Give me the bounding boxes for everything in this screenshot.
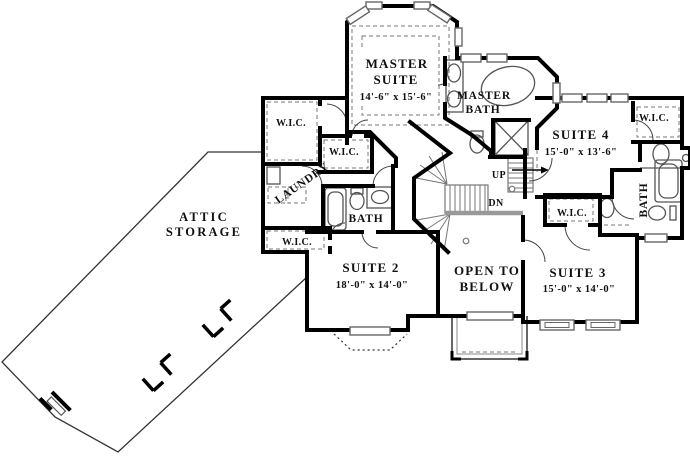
bath-label: BATH: [349, 213, 384, 225]
attic-storage-label: STORAGE: [166, 225, 242, 239]
master-suite-label: SUITE: [373, 72, 418, 87]
attic-outline: [1, 151, 308, 453]
walls: [261, 4, 690, 332]
suite3-dims: 15'-0" x 14'-0": [543, 284, 616, 295]
bathtub-icon: [324, 187, 347, 231]
sink-icon: [599, 197, 615, 219]
wic-label: W.I.C.: [329, 147, 359, 158]
open-below-label: BELOW: [459, 279, 514, 294]
newel-post-icon: [462, 237, 470, 245]
windows: [345, 1, 668, 336]
toilet-icon: [349, 187, 365, 211]
master-bath-label: BATH: [466, 104, 501, 116]
wic-label: W.I.C.: [276, 118, 306, 129]
up-arrow-icon: [541, 166, 549, 174]
balcony-outline: [450, 316, 529, 361]
wic-label: W.I.C.: [639, 113, 669, 124]
labels-layer: MASTER SUITE 14'-6" x 15'-6" MASTER BATH…: [166, 50, 669, 295]
toilet-icon: [647, 205, 677, 221]
bathtub-icon: [654, 159, 683, 203]
vanity-icon: [366, 186, 394, 209]
staircase: [415, 151, 549, 252]
laundry-appliance-icon: [266, 166, 281, 185]
attic-storage-label: ATTIC: [179, 210, 229, 224]
sink-icon: [640, 143, 682, 169]
bay-window-dotted: [333, 333, 408, 351]
chimney-icon: [141, 298, 233, 392]
wic-label: W.I.C.: [557, 208, 587, 219]
master-suite-label: MASTER: [366, 56, 429, 71]
dn-label: DN: [488, 198, 504, 209]
wic-label: W.I.C.: [282, 237, 312, 248]
chimney-icon: [38, 390, 72, 417]
up-label: UP: [492, 170, 506, 181]
suite3-label: SUITE 3: [549, 265, 606, 280]
suite4-dims: 15'-0" x 13'-6": [545, 147, 618, 158]
suite2-label: SUITE 2: [342, 260, 399, 275]
newel-post-icon: [508, 185, 516, 193]
master-bath-label: MASTER: [457, 90, 511, 102]
master-suite-dims: 14'-6" x 15'-6": [360, 92, 433, 103]
bathtub-icon: [480, 65, 536, 107]
bath-label: BATH: [638, 183, 650, 218]
open-below-label: OPEN TO: [454, 263, 520, 278]
label-backing: [356, 50, 438, 104]
suite2-dims: 18'-0" x 14'-0": [336, 280, 409, 291]
suite4-label: SUITE 4: [552, 127, 609, 142]
